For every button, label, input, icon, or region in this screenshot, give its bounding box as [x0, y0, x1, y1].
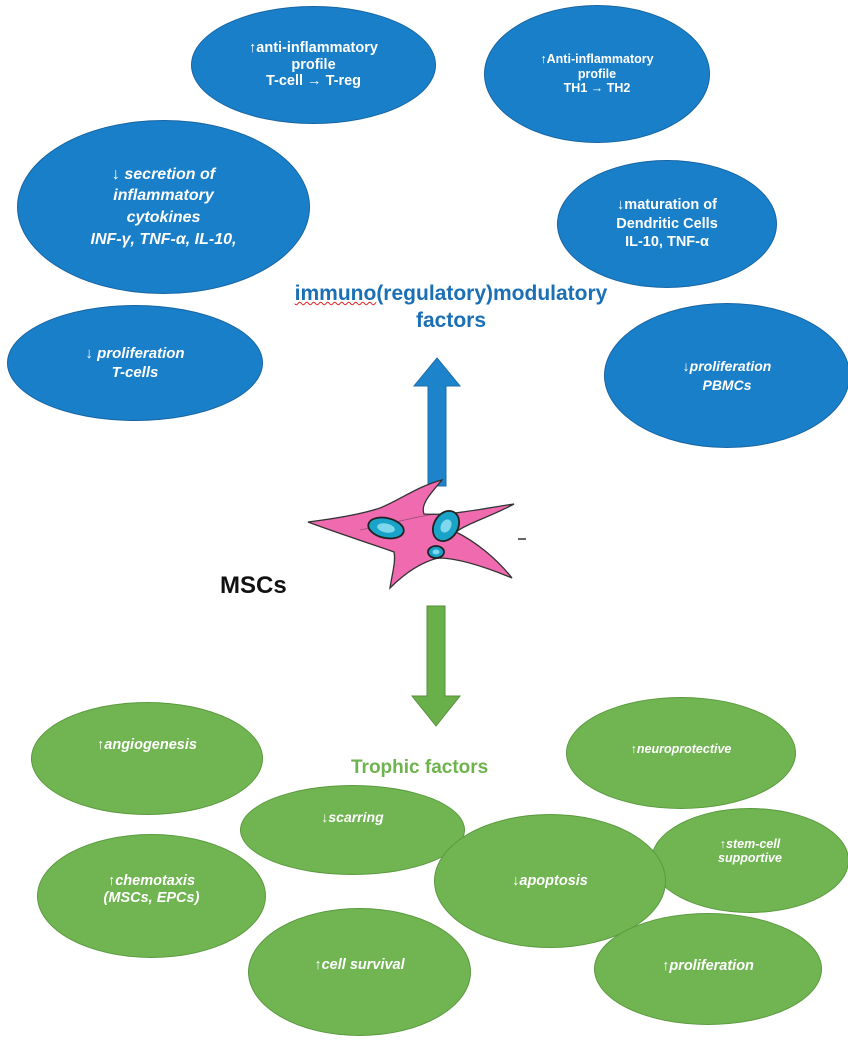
- oval-line: ↑stem-cell: [719, 837, 781, 851]
- trophic-oval-neuroprotective: ↑neuroprotective: [566, 697, 796, 809]
- oval-line: profile: [577, 66, 617, 81]
- trophic-oval-stemcell: ↑stem-cell supportive: [651, 808, 848, 913]
- oval-line: ↓proliferation: [682, 357, 772, 374]
- trophic-oval-apoptosis: ↓apoptosis: [434, 814, 666, 948]
- oval-line: ↑Anti-inflammatory: [540, 52, 654, 67]
- oval-line: ↑proliferation: [662, 958, 754, 974]
- oval-line: ↑anti-inflammatory: [249, 39, 378, 56]
- oval-line: ↓maturation of: [617, 196, 717, 213]
- oval-line: inflammatory: [113, 187, 214, 205]
- immuno-oval-th2: ↑Anti-inflammatory profile TH1 → TH2: [484, 5, 710, 143]
- oval-line: ↓apoptosis: [512, 872, 588, 889]
- immuno-title-line2: factors: [415, 309, 487, 333]
- oval-line: ↑neuroprotective: [630, 742, 732, 756]
- oval-line: T-cell → T-reg: [265, 73, 362, 90]
- immuno-title: immuno(regulatory)modulatory factors: [266, 280, 636, 335]
- oval-line: ↓ proliferation: [85, 344, 185, 362]
- immuno-title-rest: (regulatory)modulatory: [376, 282, 608, 305]
- immuno-oval-tcells: ↓ proliferation T-cells: [7, 305, 263, 421]
- immuno-title-wavy: immuno: [294, 282, 377, 305]
- arrow-down-icon: [410, 605, 462, 727]
- arrow-up-icon: [412, 357, 462, 487]
- oval-line: supportive: [718, 851, 782, 866]
- oval-line: INF-γ, TNF-α, IL-10,: [90, 230, 237, 248]
- trophic-oval-scarring: ↓scarring: [240, 785, 465, 875]
- trophic-oval-cell-survival: ↑cell survival: [248, 908, 471, 1036]
- oval-line: ↑cell survival: [314, 957, 405, 973]
- trophic-oval-proliferation: ↑proliferation: [594, 913, 822, 1025]
- oval-line: IL-10, TNF-α: [625, 234, 709, 251]
- immuno-oval-treg: ↑anti-inflammatory profile T-cell → T-re…: [191, 6, 436, 124]
- trophic-oval-angiogenesis: ↑angiogenesis: [31, 702, 263, 815]
- oval-line: (MSCs, EPCs): [103, 889, 200, 906]
- oval-line: profile: [291, 56, 336, 73]
- msc-cell-icon: [307, 478, 526, 590]
- trophic-oval-chemotaxis: ↑chemotaxis (MSCs, EPCs): [37, 834, 266, 958]
- oval-line: ↓scarring: [321, 809, 384, 825]
- oval-line: ↑angiogenesis: [97, 737, 197, 753]
- oval-line: Dendritic Cells: [616, 215, 718, 232]
- oval-line: ↓ secretion of: [111, 165, 216, 183]
- immuno-oval-pbmcs: ↓proliferation PBMCs: [604, 303, 848, 448]
- immuno-oval-dendritic: ↓maturation of Dendritic Cells IL-10, TN…: [557, 160, 777, 288]
- trophic-title: Trophic factors: [351, 757, 489, 778]
- msc-label: MSCs: [220, 572, 287, 599]
- immuno-title-line1: immuno(regulatory)modulatory: [266, 280, 636, 307]
- oval-line: cytokines: [126, 209, 201, 226]
- immuno-oval-cytokines: ↓ secretion of inflammatory cytokines IN…: [17, 120, 310, 294]
- oval-line: TH1 → TH2: [563, 81, 631, 96]
- oval-line: PBMCs: [702, 376, 752, 393]
- oval-line: T-cells: [111, 364, 159, 381]
- oval-line: ↑chemotaxis: [107, 873, 196, 889]
